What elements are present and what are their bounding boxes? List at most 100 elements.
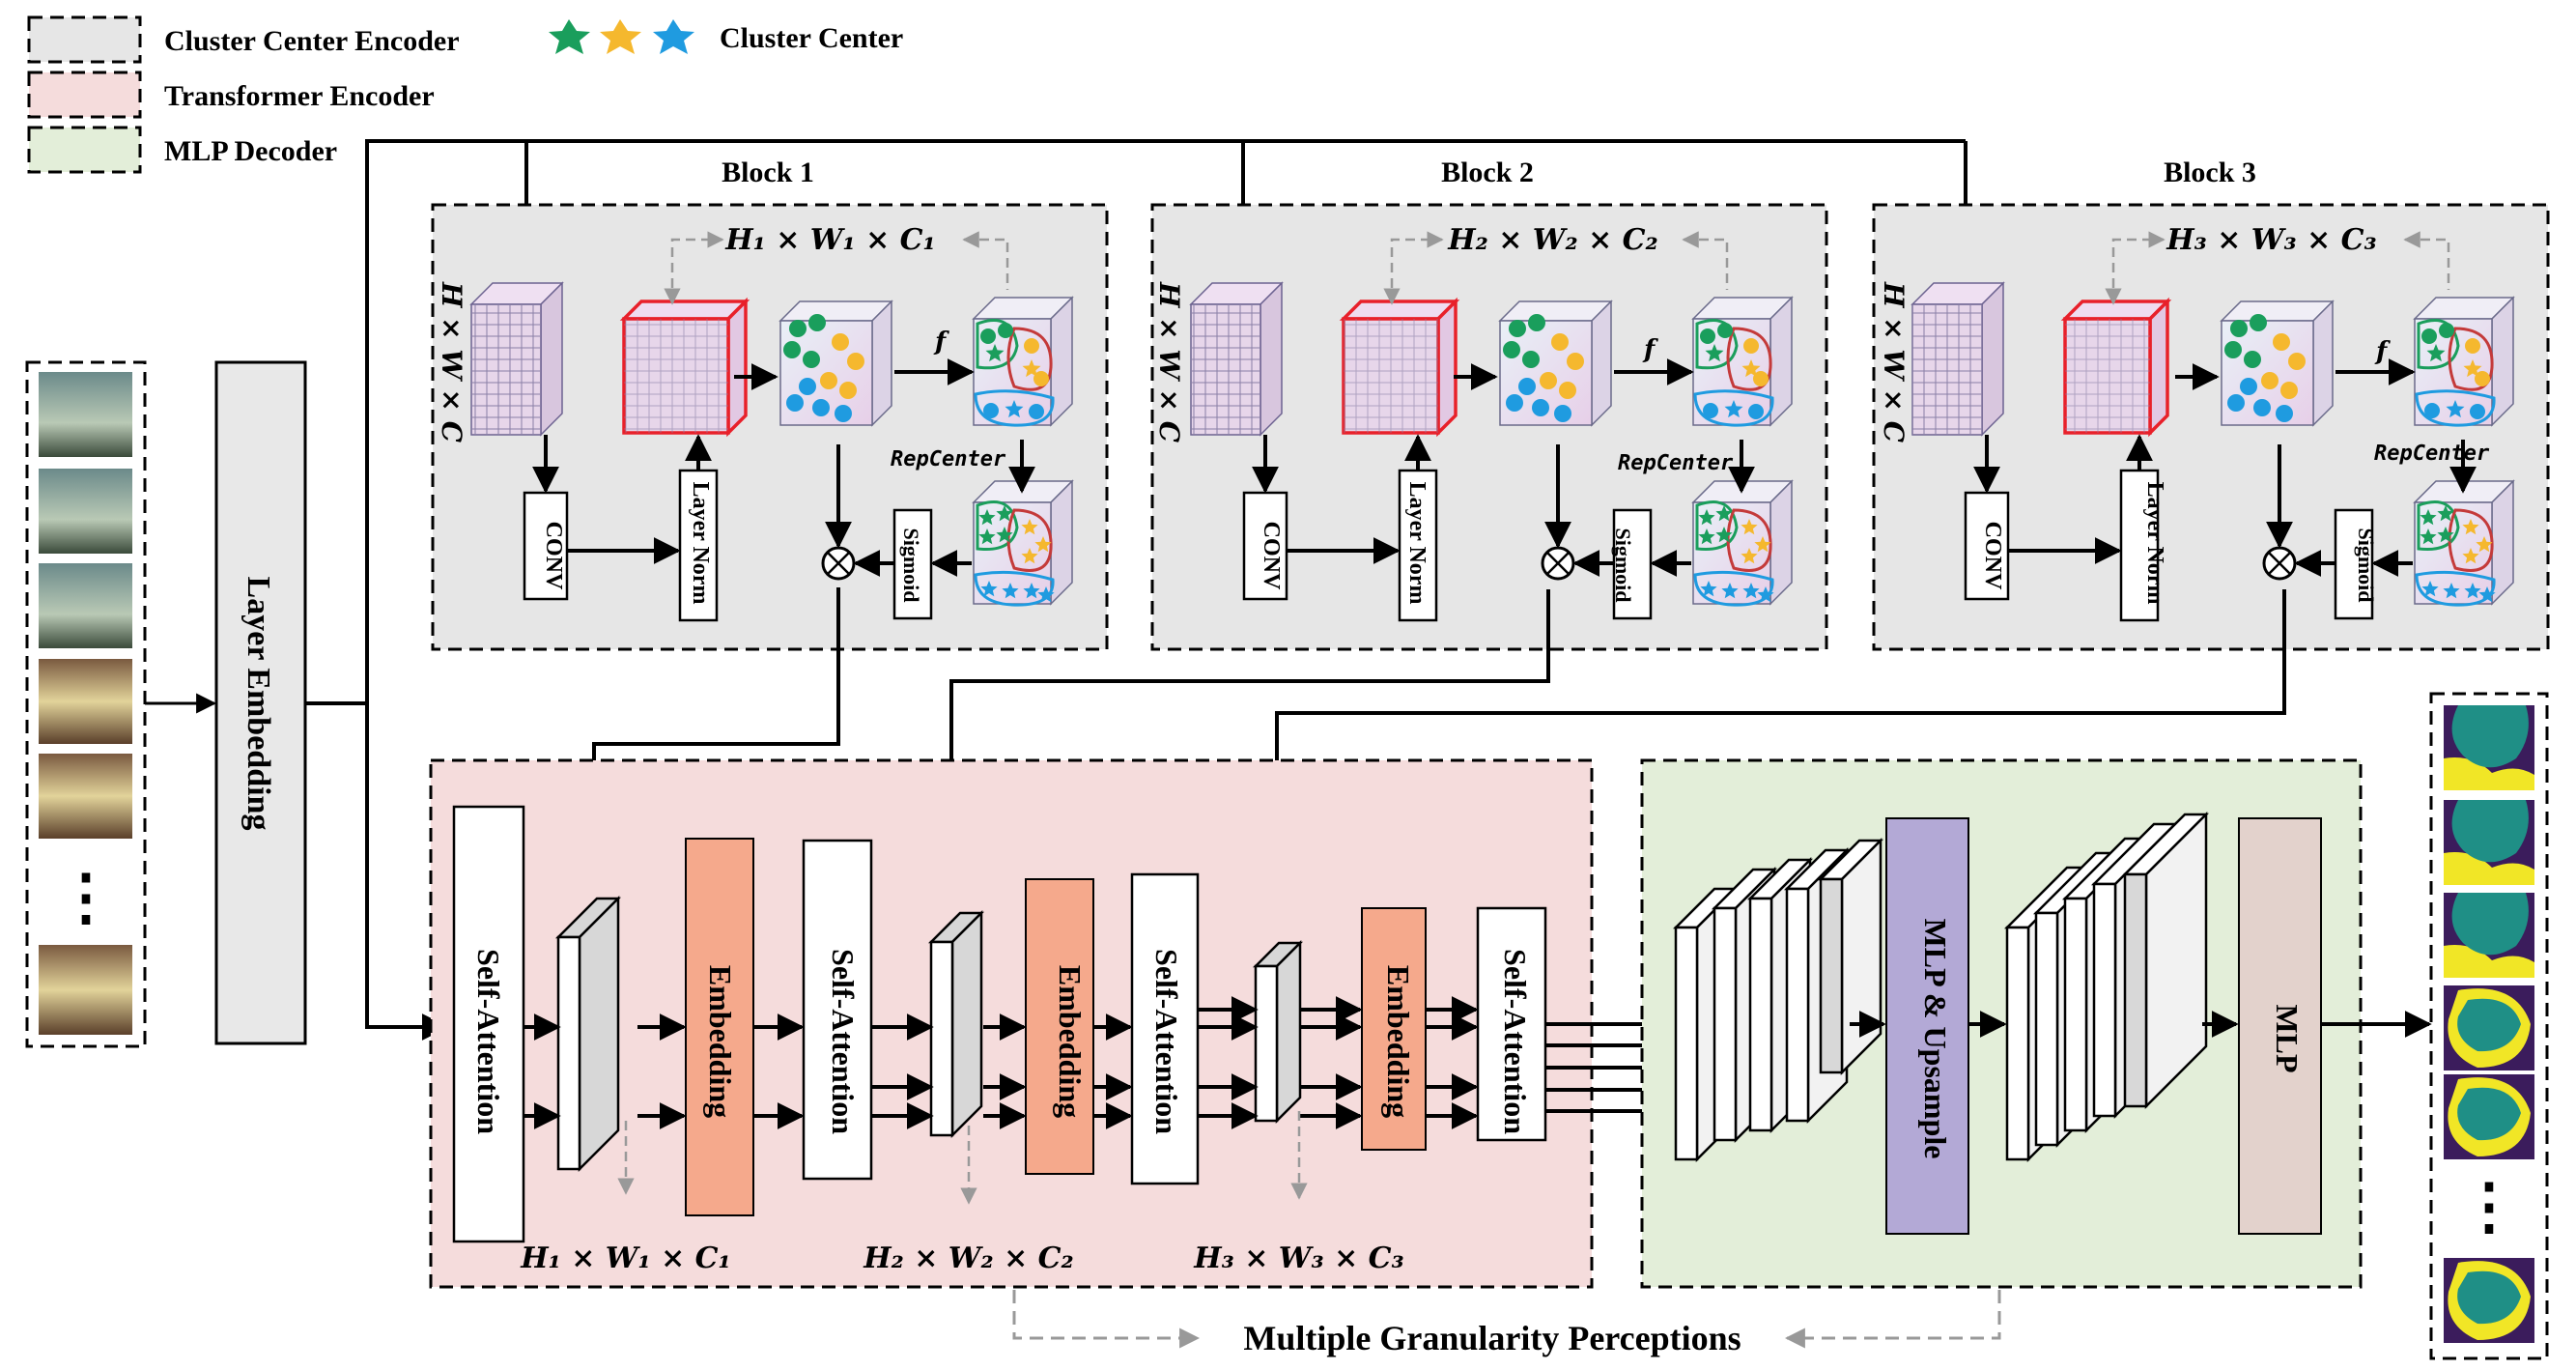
legend-transformer-swatch — [27, 71, 142, 119]
cluster-dot — [1551, 333, 1569, 351]
self-attention-2-box — [802, 839, 873, 1181]
merge-plane-2 — [927, 909, 985, 1139]
block-3-norm-label: Layer Norm — [2142, 482, 2167, 605]
cluster-dot — [1506, 394, 1523, 412]
output-mask-3 — [2444, 893, 2534, 978]
cluster-dot — [1743, 338, 1759, 354]
blue-star-icon — [1005, 400, 1024, 418]
output-mask-5 — [2444, 1074, 2534, 1159]
cluster-dot — [1703, 403, 1718, 418]
legend-cluster-encoder-swatch — [27, 15, 142, 64]
green-star-icon — [1715, 527, 1733, 543]
blue-star-icon — [1023, 583, 1040, 599]
cluster-dot — [2261, 372, 2279, 389]
output-masks: ⋮ — [2429, 692, 2549, 1360]
block-2-dims: H₂ × W₂ × C₂ — [1447, 223, 1657, 257]
self-attention-4-label: Self-Attention — [1498, 949, 1533, 1134]
cluster-dot — [2439, 323, 2454, 338]
upsampled-plane-5 — [2121, 811, 2210, 1110]
granularity-perceptions: Multiple Granularity Perceptions — [1012, 1290, 2001, 1357]
yellow-star-icon — [1022, 359, 1041, 378]
conv-box — [1964, 491, 2010, 601]
cluster-dot — [2276, 405, 2293, 422]
cluster-dot — [2421, 328, 2437, 344]
output-mask-2 — [2444, 800, 2534, 885]
green-star-icon — [2437, 505, 2454, 522]
cluster-dot — [1033, 371, 1049, 386]
yellow-star-icon — [1021, 519, 1038, 535]
cluster-dot — [783, 341, 801, 358]
legend-mlp-decoder-label: MLP Decoder — [164, 135, 337, 167]
layer-embedding-box — [214, 360, 307, 1045]
green-cluster-outline — [1695, 500, 1739, 552]
self-attention-1-label: Self-Attention — [471, 949, 506, 1134]
yellow-star-icon — [2462, 548, 2479, 564]
transformer-dims-2: H₂ × W₂ × C₂ — [863, 1242, 1073, 1275]
green-star-icon — [2426, 344, 2446, 362]
legend: Cluster Center Encoder Transformer Encod… — [27, 15, 903, 174]
blue-star-icon — [2478, 586, 2496, 603]
block-2-f-label: f — [1642, 335, 1658, 364]
cluster-dot — [812, 399, 830, 416]
green-cluster-outline — [1695, 319, 1739, 370]
blue-star-icon — [1742, 583, 1760, 599]
blue-star-icon — [2421, 581, 2439, 597]
green-star-icon — [978, 528, 996, 545]
blue-star-icon — [653, 19, 694, 54]
cluster-dot — [1528, 314, 1545, 331]
block-1-f-label: f — [933, 328, 949, 357]
input-image-4 — [39, 659, 132, 744]
block-3-f-label: f — [2374, 337, 2391, 366]
blue-cluster-outline — [974, 389, 1055, 427]
block-1-dims: H₁ × W₁ × C₁ — [724, 223, 935, 257]
input-image-2 — [39, 469, 132, 554]
block-1 — [431, 203, 1109, 651]
conv-box — [523, 491, 569, 601]
block-3-side-dims: H × W × C — [1878, 281, 1910, 443]
output-ellipsis: ⋮ — [2458, 1172, 2520, 1241]
self-attention-2-label: Self-Attention — [826, 949, 861, 1134]
input-ellipsis: ⋮ — [55, 863, 117, 931]
merge-plane-3 — [1252, 939, 1304, 1125]
mlp-decoder-modules — [1672, 811, 2432, 1235]
blue-star-icon — [1724, 400, 1743, 418]
cluster-dot — [2475, 371, 2490, 386]
cluster-dot — [1024, 338, 1039, 354]
cluster-center-encoder-blocks — [431, 203, 2550, 651]
cluster-dot — [2280, 382, 2298, 399]
cluster-dot — [2240, 378, 2257, 395]
cluster-dot — [847, 353, 864, 370]
green-star-icon — [985, 344, 1005, 362]
cluster-dot — [2288, 353, 2306, 370]
block-1-repcenter-label: RepCenter — [891, 447, 1006, 471]
blue-star-icon — [2464, 583, 2481, 599]
green-star-icon — [1715, 505, 1733, 522]
dims-feedback-left — [664, 231, 724, 305]
input-image-1 — [39, 372, 132, 457]
block-1-norm-label: Layer Norm — [688, 482, 713, 605]
block-3-dims: H₃ × W₃ × C₃ — [2166, 223, 2376, 257]
block-2-title: Block 2 — [1441, 157, 1534, 188]
dims-feedback-left — [1383, 231, 1444, 305]
green-star-icon — [2420, 509, 2437, 526]
blue-star-icon — [2446, 400, 2465, 418]
legend-cluster-center-label: Cluster Center — [720, 22, 903, 54]
blue-cluster-outline — [1693, 389, 1774, 427]
input-image-6 — [39, 945, 132, 1035]
blue-star-icon — [980, 581, 998, 597]
green-star-icon — [1698, 509, 1715, 526]
block-2-repcenter-label: RepCenter — [1618, 451, 1734, 475]
sigmoid-box — [1612, 508, 1653, 620]
cluster-dot — [808, 314, 826, 331]
cluster-dot — [980, 328, 996, 344]
cluster-dot — [820, 372, 837, 389]
green-star-icon — [996, 505, 1013, 522]
legend-star-icons — [549, 19, 694, 54]
cluster-dot — [983, 403, 999, 418]
layer-embedding-label: Layer Embedding — [241, 577, 276, 831]
cluster-dot — [1567, 353, 1584, 370]
self-attention-3-label: Self-Attention — [1149, 949, 1184, 1134]
cluster-dot — [789, 320, 807, 337]
green-star-icon — [1705, 344, 1724, 362]
